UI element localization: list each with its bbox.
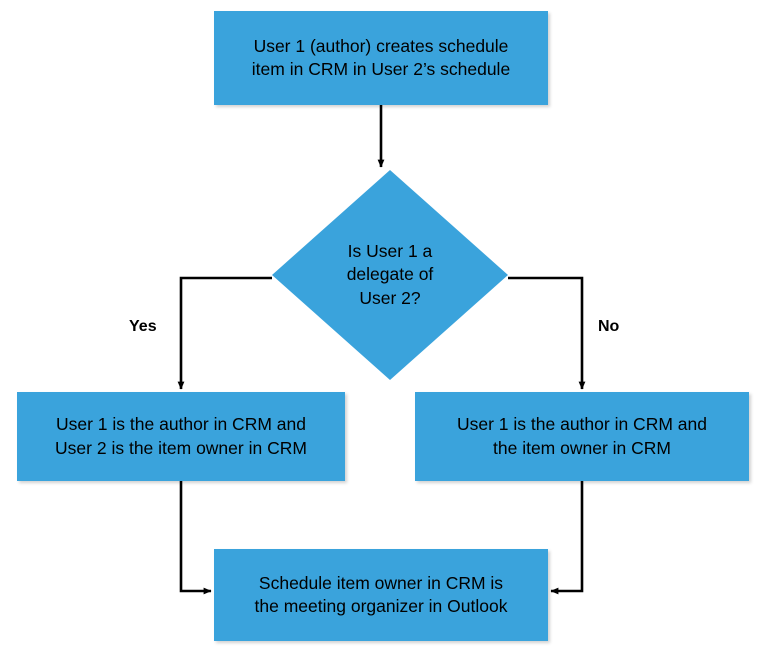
node-decision-is-user1-delegate: Is User 1 a delegate of User 2? xyxy=(272,170,508,380)
node-final-outcome-label: Schedule item owner in CRM is the meetin… xyxy=(254,572,508,616)
node-no-outcome-label: User 1 is the author in CRM and the item… xyxy=(457,414,707,458)
edge-decision-to-no xyxy=(508,276,586,390)
edge-yes-to-final xyxy=(179,481,212,595)
node-yes-outcome: User 1 is the author in CRM and User 2 i… xyxy=(17,392,345,481)
node-yes-outcome-label: User 1 is the author in CRM and User 2 i… xyxy=(55,414,307,458)
node-final-outcome: Schedule item owner in CRM is the meetin… xyxy=(214,549,548,641)
edge-label-no: No xyxy=(598,318,620,335)
edge-decision-to-yes xyxy=(177,276,272,390)
node-no-outcome: User 1 is the author in CRM and the item… xyxy=(415,392,749,481)
node-create-schedule-item-label: User 1 (author) creates schedule item in… xyxy=(251,35,511,79)
diamond-shape-icon xyxy=(272,170,508,380)
edge-no-to-final xyxy=(550,481,584,595)
node-create-schedule-item: User 1 (author) creates schedule item in… xyxy=(214,11,548,105)
node-decision-label: Is User 1 a delegate of User 2? xyxy=(346,241,434,308)
edge-label-yes: Yes xyxy=(129,318,157,335)
